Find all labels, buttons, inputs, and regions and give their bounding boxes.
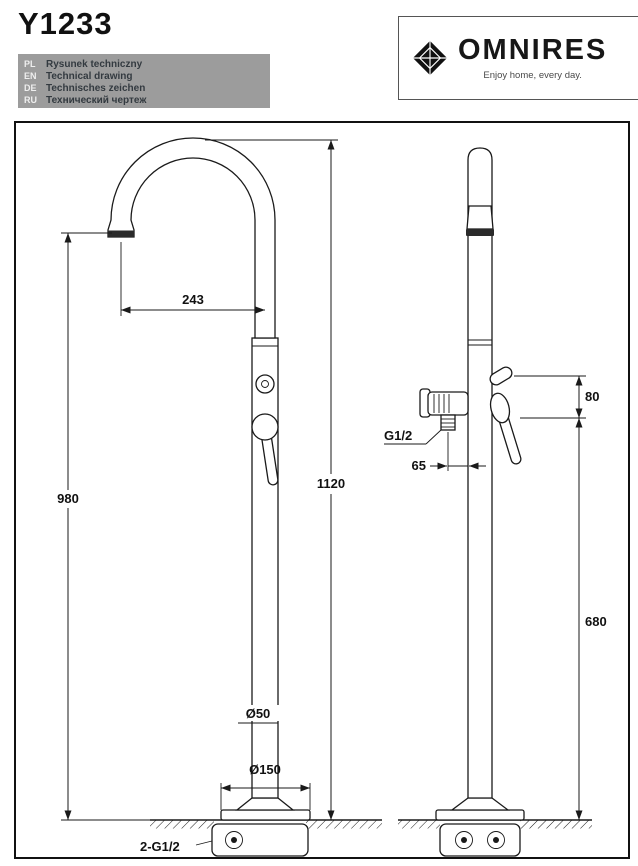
spout-outlet — [108, 230, 134, 237]
ground-hatch — [398, 820, 440, 829]
inlet-port-center — [461, 837, 467, 843]
diverter-button — [255, 374, 275, 394]
base-flange — [235, 797, 295, 811]
language-row-de: DE Technisches zeichen — [24, 82, 270, 94]
brand-text: OMNIRES Enjoy home, every day. — [458, 33, 608, 81]
language-code: DE — [24, 83, 37, 93]
handle-pivot — [489, 392, 511, 424]
underfloor-body — [211, 823, 309, 857]
handle-lever-fill — [261, 429, 278, 485]
dim-outlet-thread: G1/2 — [384, 428, 412, 443]
dim-outlet-offset: 65 — [412, 458, 426, 473]
outlet-pipe — [440, 414, 456, 431]
side-view-dimensions: 80 680 G1/2 65 — [384, 375, 607, 820]
gooseneck-spout — [107, 137, 276, 339]
dim-inlet-connection: 2-G1/2 — [140, 839, 180, 854]
dim-handle-height: 680 — [585, 614, 607, 629]
dim-column-diameter: Ø50 — [246, 706, 271, 721]
dim-spout-height: 980 — [57, 491, 79, 506]
underfloor-body — [439, 823, 521, 857]
language-label: Technical drawing — [46, 70, 133, 82]
inlet-port-center — [231, 837, 237, 843]
dim-total-height: 1120 — [317, 476, 345, 491]
language-code: RU — [24, 95, 37, 105]
drawing-frame — [14, 121, 630, 859]
language-code: EN — [24, 71, 37, 81]
faucet-column — [251, 337, 279, 799]
brand-diamond-icon — [412, 40, 448, 76]
brand-logo-box: OMNIRES Enjoy home, every day. — [398, 16, 638, 100]
aerator-outlet — [466, 229, 494, 236]
dim-base-diameter: Ø150 — [249, 762, 281, 777]
language-row-ru: RU Технический чертеж — [24, 94, 270, 106]
diverter-knob-fill — [490, 367, 512, 385]
brand-name: OMNIRES — [458, 33, 608, 66]
language-row-pl: PL Rysunek techniczny — [24, 58, 270, 70]
base-flange — [450, 797, 510, 811]
language-label: Technisches zeichen — [46, 82, 146, 94]
base-plate — [220, 809, 311, 821]
inlet-port — [487, 831, 505, 849]
language-label: Rysunek techniczny — [46, 58, 143, 70]
dim-spout-reach: 243 — [182, 292, 204, 307]
handle-lever-fill — [499, 415, 521, 464]
language-row-en: EN Technical drawing — [24, 70, 270, 82]
brand-tagline: Enjoy home, every day. — [483, 69, 582, 81]
ground-hatch — [520, 820, 592, 829]
base-plate — [435, 809, 525, 821]
dim-outlet-spacing: 80 — [585, 389, 599, 404]
front-view-dimensions: 243 1120 980 Ø50 Ø150 2-G1/2 — [57, 139, 345, 854]
inlet-port — [225, 831, 243, 849]
aerator — [466, 205, 494, 230]
ground-hatch — [306, 820, 382, 829]
page-title: Y1233 — [18, 6, 113, 41]
language-label: Технический чертеж — [46, 94, 147, 106]
ground-hatch — [150, 820, 214, 829]
front-view — [107, 137, 382, 857]
language-code: PL — [24, 59, 36, 69]
handle-pivot — [251, 413, 279, 441]
faucet-column — [467, 147, 493, 799]
inlet-port-center — [493, 837, 499, 843]
diverter-button-center — [261, 380, 269, 388]
side-view — [398, 147, 592, 857]
language-banner: PL Rysunek techniczny EN Technical drawi… — [18, 54, 270, 108]
inlet-port — [455, 831, 473, 849]
